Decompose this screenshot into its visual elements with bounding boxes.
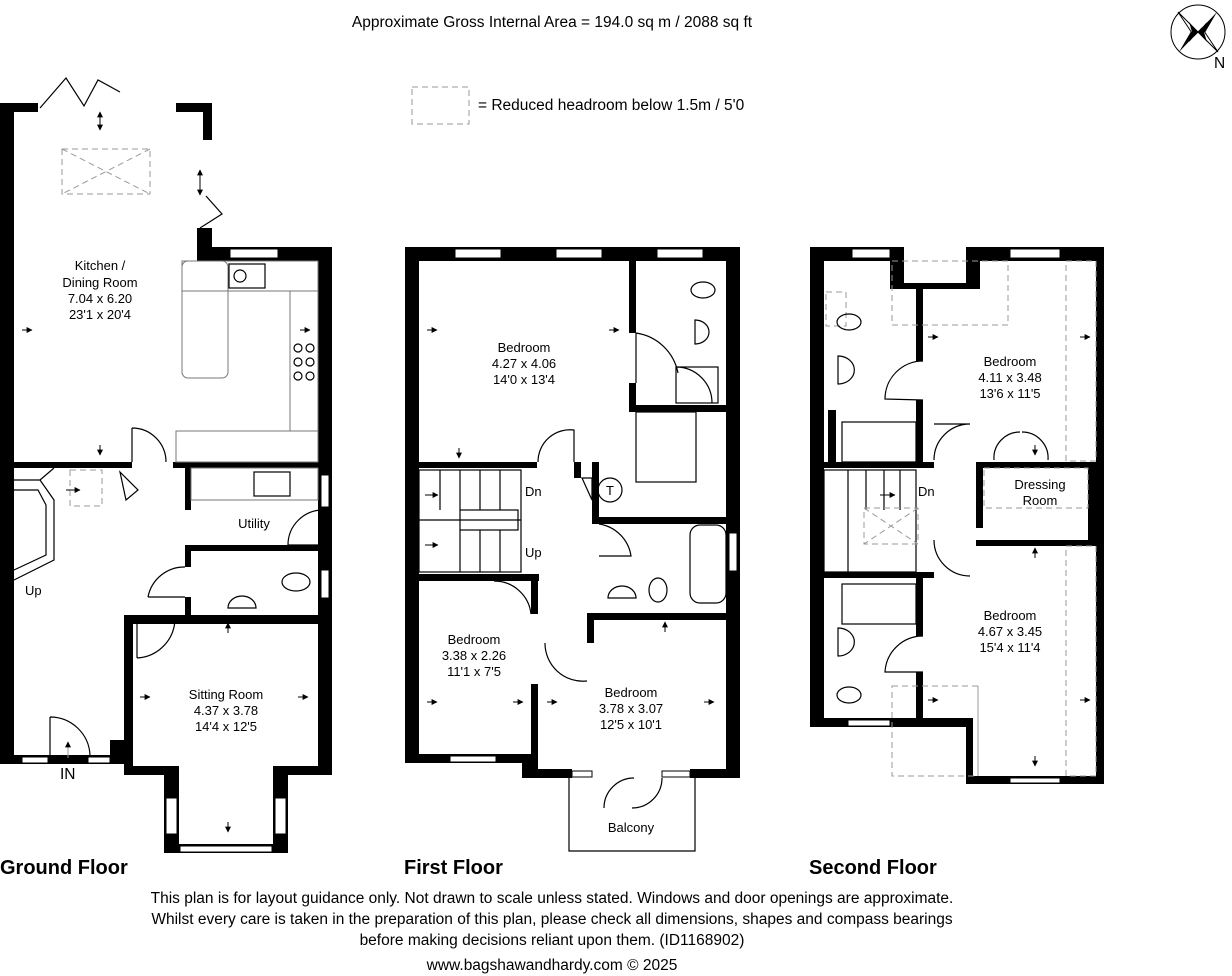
kitchen-imperial: 23'1 x 20'4 (69, 307, 131, 322)
second-bedroom1-imperial: 13'6 x 11'5 (979, 386, 1040, 401)
first-bedroom2-imperial: 11'1 x 7'5 (447, 664, 501, 679)
first-up-label: Up (525, 545, 542, 560)
first-floor-plan (405, 247, 740, 852)
compass-north-label: N (1214, 55, 1225, 72)
second-dn-label: Dn (918, 484, 935, 499)
first-bedroom1-metric: 4.27 x 4.06 (492, 356, 556, 371)
second-bedroom2-label: Bedroom (984, 608, 1037, 623)
gross-area-text: Approximate Gross Internal Area = 194.0 … (352, 14, 753, 31)
second-bedroom1-metric: 4.11 x 3.48 (978, 370, 1041, 385)
utility-label: Utility (238, 516, 270, 531)
first-bedroom1-imperial: 14'0 x 13'4 (493, 372, 555, 387)
compass-icon (1170, 4, 1226, 60)
first-bedroom1-label: Bedroom (498, 340, 551, 355)
first-floor-title: First Floor (404, 857, 503, 879)
second-floor-title: Second Floor (809, 857, 937, 879)
legend-text: = Reduced headroom below 1.5m / 5'0 (478, 97, 745, 114)
disclaimer-line-3: before making decisions reliant upon the… (360, 932, 745, 949)
website-copyright[interactable]: www.bagshawandhardy.com © 2025 (426, 957, 678, 974)
dressing-room-label-1: Dressing (1014, 477, 1065, 492)
first-bedroom3-imperial: 12'5 x 10'1 (600, 717, 662, 732)
disclaimer-line-2: Whilst every care is taken in the prepar… (151, 911, 953, 928)
ground-up-label: Up (25, 583, 42, 598)
kitchen-label-2: Dining Room (62, 275, 137, 290)
first-dn-label: Dn (525, 484, 542, 499)
second-bedroom1-label: Bedroom (984, 354, 1037, 369)
second-floor-plan (810, 247, 1104, 784)
sitting-room-imperial: 14'4 x 12'5 (195, 719, 257, 734)
ground-floor-title: Ground Floor (0, 857, 128, 879)
sitting-room-metric: 4.37 x 3.78 (194, 703, 258, 718)
entrance-label: IN (60, 766, 76, 783)
dressing-room-label-2: Room (1023, 493, 1058, 508)
first-bedroom2-label: Bedroom (448, 632, 501, 647)
second-bedroom2-metric: 4.67 x 3.45 (978, 624, 1042, 639)
sitting-room-label: Sitting Room (189, 687, 263, 702)
second-bedroom2-imperial: 15'4 x 11'4 (979, 640, 1040, 655)
kitchen-label-1: Kitchen / (75, 258, 126, 273)
first-bedroom3-metric: 3.78 x 3.07 (599, 701, 663, 716)
ground-floor-plan (0, 77, 332, 853)
tank-label: T (606, 483, 614, 498)
first-bedroom3-label: Bedroom (605, 685, 658, 700)
disclaimer-line-1: This plan is for layout guidance only. N… (151, 890, 954, 907)
kitchen-metric: 7.04 x 6.20 (68, 291, 132, 306)
reduced-headroom-legend-swatch (411, 86, 470, 125)
first-bedroom2-metric: 3.38 x 2.26 (442, 648, 506, 663)
balcony-label: Balcony (608, 820, 655, 835)
